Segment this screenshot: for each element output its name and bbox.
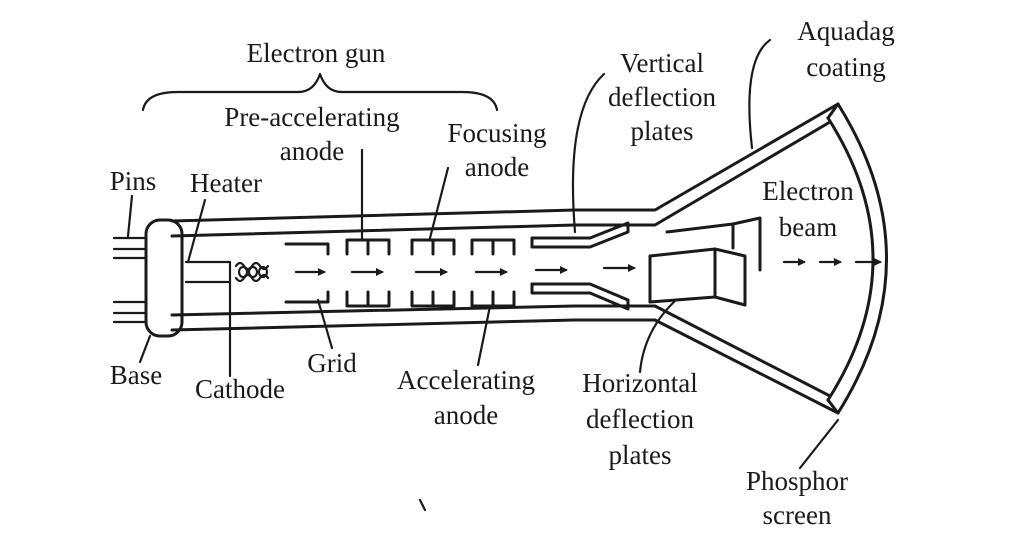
leader-horizontal-deflection: [638, 298, 678, 374]
pre-accelerating-anode-cylinder: [345, 238, 391, 308]
label-horizontal-deflection-line2: deflection: [586, 404, 694, 434]
label-focusing-anode-line1: Focusing: [447, 118, 546, 148]
leader-lines: [126, 38, 840, 470]
label-pre-accelerating-anode-line1: Pre-accelerating: [224, 102, 399, 132]
label-focusing-anode-line2: anode: [465, 152, 529, 182]
label-heater: Heater: [190, 168, 262, 198]
leader-pins: [126, 194, 134, 238]
leader-accelerating: [476, 304, 492, 367]
label-aquadag-line2: coating: [806, 52, 885, 82]
leader-grid: [316, 298, 334, 350]
leader-heater: [186, 198, 207, 264]
leader-vertical-deflection: [571, 72, 606, 234]
label-vertical-deflection-line1: Vertical: [620, 48, 704, 78]
tube-envelope: [170, 102, 840, 415]
phosphor-screen: [826, 102, 888, 415]
label-accelerating-anode-line2: anode: [434, 400, 498, 430]
label-pre-accelerating-anode-line2: anode: [280, 136, 344, 166]
horizontal-deflection-plates: [648, 216, 762, 307]
label-electron-beam-line1: Electron: [762, 176, 854, 206]
leader-phosphor: [798, 418, 840, 470]
label-electron-gun: Electron gun: [247, 38, 386, 68]
label-base: Base: [110, 360, 163, 390]
vertical-deflection-plates: [530, 221, 630, 311]
electron-gun-brace: [141, 72, 499, 112]
tube-pins: [112, 236, 148, 324]
label-accelerating-anode-line1: Accelerating: [397, 365, 535, 395]
focusing-anode-cylinder: [410, 238, 456, 308]
label-pins: Pins: [110, 166, 157, 196]
cathode-heater: [184, 260, 270, 284]
accelerating-anode-cylinder: [470, 238, 516, 308]
tube-base: [144, 218, 184, 338]
label-phosphor-screen-line2: screen: [763, 500, 832, 530]
label-horizontal-deflection-line3: plates: [609, 440, 672, 470]
label-grid: Grid: [307, 348, 357, 378]
label-electron-beam-line2: beam: [779, 212, 837, 242]
label-vertical-deflection-line3: plates: [631, 116, 694, 146]
label-horizontal-deflection-line1: Horizontal: [582, 368, 697, 398]
label-vertical-deflection-line2: deflection: [608, 82, 716, 112]
label-phosphor-screen-line1: Phosphor: [746, 466, 848, 496]
control-grid: [284, 242, 330, 304]
label-aquadag-line1: Aquadag: [797, 16, 894, 46]
leader-focusing: [428, 166, 450, 240]
leader-base: [138, 334, 152, 364]
beam-arrows: [294, 264, 636, 276]
leader-aquadag: [748, 38, 772, 150]
stray-mark: [418, 498, 427, 512]
label-cathode: Cathode: [195, 374, 285, 404]
